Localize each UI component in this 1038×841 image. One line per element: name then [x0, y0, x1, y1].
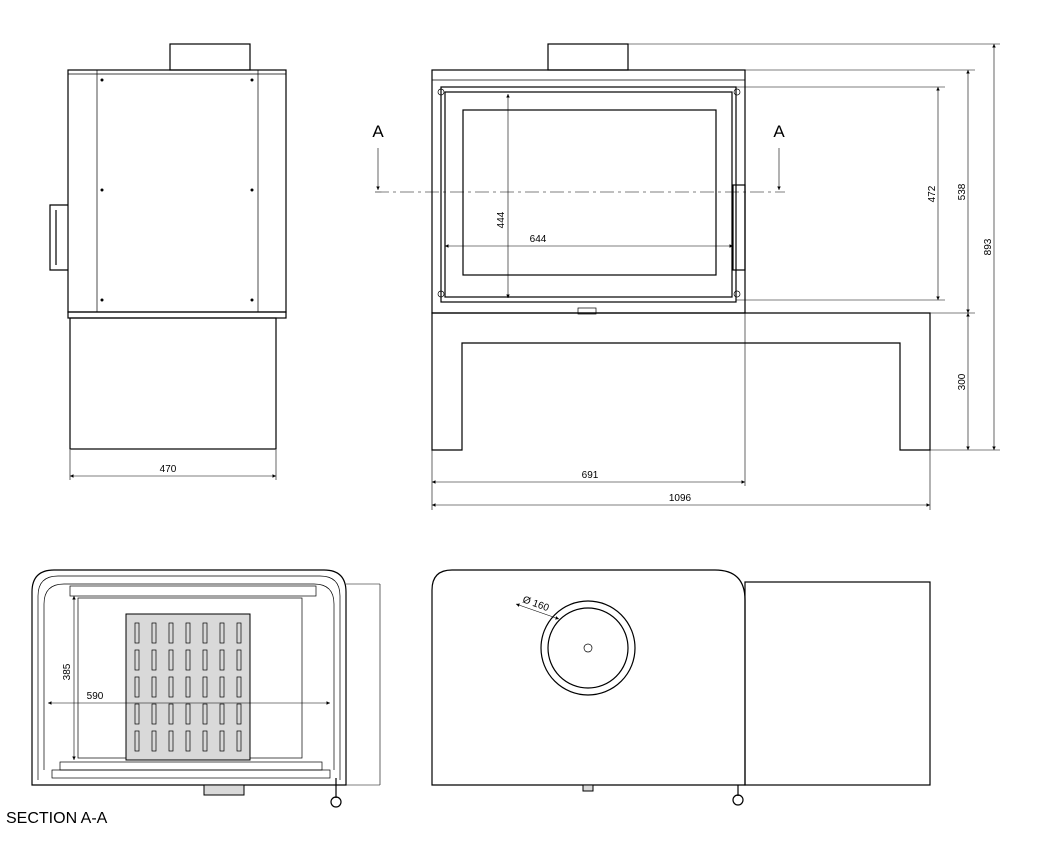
side-view: 470	[49, 43, 287, 480]
section-marker-left: A	[372, 122, 384, 141]
dim-body-height: 538	[957, 183, 968, 200]
dim-door-height: 472	[927, 185, 938, 202]
top-view: Ø 160	[431, 569, 931, 806]
dim-overall-height: 893	[983, 238, 994, 255]
dim-front-width: 691	[582, 470, 599, 481]
dim-glass-height: 444	[496, 211, 507, 228]
front-view: A A 444 644 472 538 300 893 691	[372, 43, 1000, 510]
dim-overall-width: 1096	[669, 493, 692, 504]
section-caption: SECTION A-A	[6, 810, 108, 827]
grate-slots	[134, 622, 242, 752]
dim-section-width: 590	[87, 691, 104, 702]
section-marker-right: A	[773, 122, 785, 141]
section-view: 385 590 SECTION A-A	[6, 569, 381, 827]
dim-glass-width: 644	[530, 234, 547, 245]
dim-bench-height: 300	[957, 373, 968, 390]
dim-flue-diameter: Ø 160	[521, 594, 551, 614]
dim-section-depth: 385	[62, 663, 73, 680]
dim-side-depth: 470	[160, 464, 177, 475]
